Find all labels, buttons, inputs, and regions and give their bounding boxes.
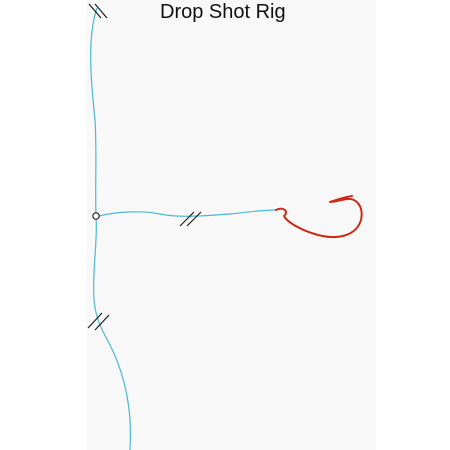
break-mark-bottom: [87, 312, 110, 331]
dropper-line: [98, 209, 277, 217]
diagram-panel: [86, 0, 376, 450]
hook-icon: [275, 195, 363, 239]
main-line-lower: [93, 217, 132, 450]
diagram-title: Drop Shot Rig: [160, 1, 286, 23]
break-mark-dropper: [179, 211, 202, 227]
main-line-upper: [90, 7, 98, 217]
swivel-ring-icon: [92, 212, 100, 220]
break-mark-top: [88, 3, 108, 19]
